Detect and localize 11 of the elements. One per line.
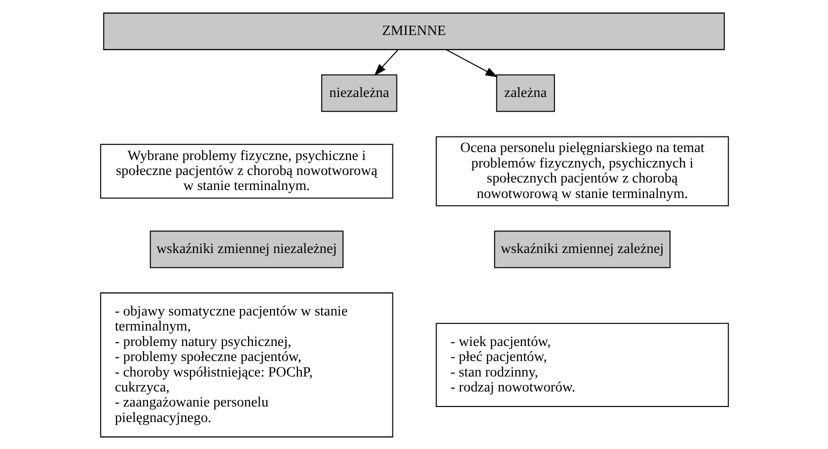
arrow xyxy=(374,48,398,76)
node-box: niezależna xyxy=(320,74,397,112)
node-box: Ocena personelu pielęgniarskiego na temat problemów fizycznych, psychicznych i społecznych pacjentów z chorobą nowotworową w stanie terminalnym. xyxy=(435,136,728,206)
node-box: wskaźniki zmiennej zależnej xyxy=(494,230,670,268)
node-box: Wybrane problemy fizyczne, psychiczne i społeczne pacjentów z chorobą nowotworową w stanie terminalnym. xyxy=(100,143,393,198)
node-box: - wiek pacjentów, - płeć pacjentów, - stan rodzinny, - rodzaj nowotworów. xyxy=(435,322,728,407)
node-box: wskaźniki zmiennej niezależnej xyxy=(149,230,344,268)
node-box: zależna xyxy=(496,74,554,112)
node-box: - objawy somatyczne pacjentów w stanie terminalnym, - problemy natury psychicznej, - problemy społeczne pacjentów, - choroby współistniejące: POChP, cukrzyca, - zaangażowanie personelu pielęgnacyjnego. xyxy=(100,292,393,437)
node-box: ZMIENNE xyxy=(102,12,724,50)
arrow xyxy=(446,48,498,77)
